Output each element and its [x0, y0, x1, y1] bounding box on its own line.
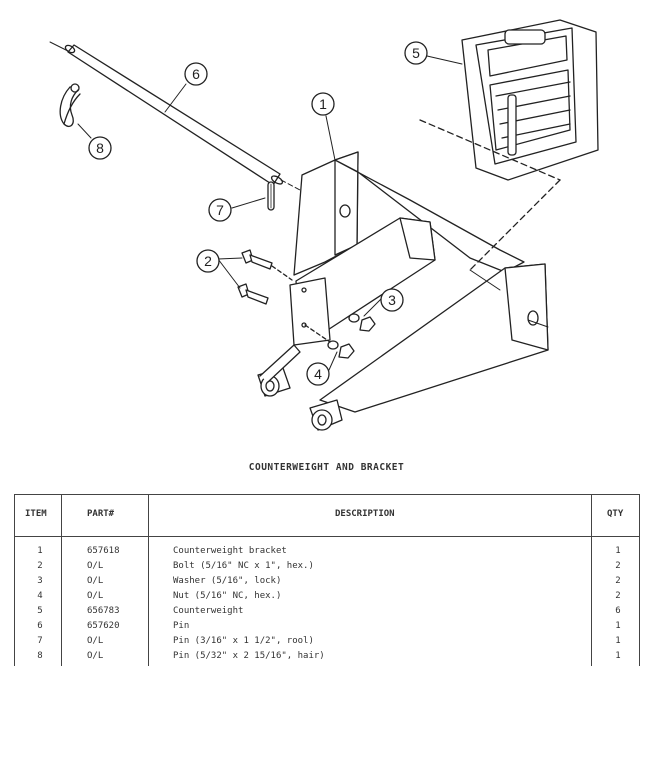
- table-row: 1 657618 Counterweight bracket 1: [15, 545, 639, 560]
- callout-8-label: 8: [96, 140, 104, 156]
- washer-nut-drawing: [304, 313, 376, 359]
- callout-8: 8: [88, 136, 112, 160]
- cell-item: 8: [37, 651, 43, 661]
- cell-description: Pin (5/32" x 2 15/16", hair): [173, 651, 325, 661]
- cell-item: 4: [37, 591, 43, 601]
- cell-qty: 2: [615, 591, 621, 601]
- callout-5-label: 5: [412, 45, 420, 61]
- cell-part: 656783: [87, 606, 120, 616]
- callout-6-label: 6: [192, 66, 200, 82]
- callout-5: 5: [404, 41, 428, 65]
- callout-3: 3: [380, 288, 404, 312]
- callout-4: 4: [306, 362, 330, 386]
- callout-7-label: 7: [216, 202, 224, 218]
- diagram-caption: COUNTERWEIGHT AND BRACKET: [248, 462, 405, 473]
- cell-qty: 1: [615, 621, 621, 631]
- cell-description: Pin (3/16" x 1 1/2", rool): [173, 636, 314, 646]
- cell-qty: 2: [615, 561, 621, 571]
- exploded-parts-diagram: 1 2 3 4 5 6 7 8: [49, 19, 599, 431]
- cell-qty: 2: [615, 576, 621, 586]
- callout-3-label: 3: [388, 292, 396, 308]
- bracket-drawing: [257, 151, 549, 431]
- header-description: DESCRIPTION: [335, 509, 395, 519]
- table-row: 5 656783 Counterweight 6: [15, 605, 639, 620]
- cell-part: O/L: [87, 591, 104, 601]
- parts-table: ITEM PART# DESCRIPTION QTY 1 657618 Coun…: [14, 494, 640, 666]
- cell-description: Bolt (5/16" NC x 1", hex.): [173, 561, 314, 571]
- callout-2: 2: [196, 249, 220, 273]
- column-divider: [591, 495, 592, 666]
- table-row: 8 O/L Pin (5/32" x 2 15/16", hair) 1: [15, 650, 639, 665]
- cell-description: Nut (5/16" NC, hex.): [173, 591, 282, 601]
- column-divider: [61, 495, 62, 666]
- pin-long-drawing: [49, 41, 301, 191]
- cell-qty: 1: [615, 546, 621, 556]
- header-qty: QTY: [607, 509, 624, 519]
- roll-pin-drawing: [267, 181, 275, 211]
- cell-item: 2: [37, 561, 43, 571]
- table-row: 6 657620 Pin 1: [15, 620, 639, 635]
- hair-pin-drawing: [59, 83, 81, 128]
- header-item: ITEM: [25, 509, 47, 519]
- cell-description: Counterweight: [173, 606, 244, 616]
- cell-description: Counterweight bracket: [173, 546, 287, 556]
- cell-part: O/L: [87, 576, 104, 586]
- callout-7: 7: [208, 198, 232, 222]
- counterweight-drawing: [419, 19, 599, 271]
- table-row: 4 O/L Nut (5/16" NC, hex.) 2: [15, 590, 639, 605]
- header-rule: [15, 536, 639, 537]
- cell-qty: 1: [615, 636, 621, 646]
- cell-part: O/L: [87, 636, 104, 646]
- cell-item: 7: [37, 636, 43, 646]
- cell-part: 657618: [87, 546, 120, 556]
- cell-description: Washer (5/16", lock): [173, 576, 282, 586]
- cell-part: 657620: [87, 621, 120, 631]
- cell-item: 6: [37, 621, 43, 631]
- cell-part: O/L: [87, 561, 104, 571]
- callout-6: 6: [184, 62, 208, 86]
- callout-1: 1: [311, 92, 335, 116]
- callout-1-label: 1: [319, 96, 327, 112]
- leader-lines: [77, 55, 463, 371]
- cell-item: 1: [37, 546, 43, 556]
- cell-qty: 6: [615, 606, 621, 616]
- table-row: 3 O/L Washer (5/16", lock) 2: [15, 575, 639, 590]
- cell-item: 3: [37, 576, 43, 586]
- callout-4-label: 4: [314, 366, 322, 382]
- table-row: 7 O/L Pin (3/16" x 1 1/2", rool) 1: [15, 635, 639, 650]
- column-divider: [148, 495, 149, 666]
- table-row: 2 O/L Bolt (5/16" NC x 1", hex.) 2: [15, 560, 639, 575]
- cell-item: 5: [37, 606, 43, 616]
- bolt-drawing: [237, 249, 293, 305]
- header-part: PART#: [87, 509, 115, 519]
- callout-2-label: 2: [204, 253, 212, 269]
- cell-qty: 1: [615, 651, 621, 661]
- cell-part: O/L: [87, 651, 104, 661]
- cell-description: Pin: [173, 621, 190, 631]
